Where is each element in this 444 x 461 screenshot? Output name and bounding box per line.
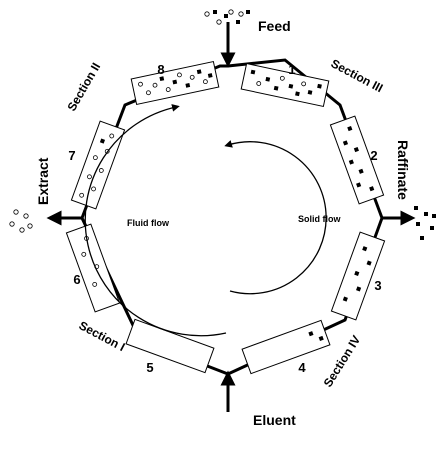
column-8-particles [138, 69, 213, 96]
extract-particles [9, 209, 33, 233]
column-1 [240, 62, 330, 108]
raffinate-label: Raffinate [395, 140, 411, 200]
column-4-particles [308, 331, 324, 342]
fluid-flow-arrow [84, 104, 227, 337]
column-3-number: 3 [374, 278, 381, 293]
extract-label: Extract [35, 157, 51, 205]
column-6-number: 6 [73, 272, 80, 287]
column-6 [65, 223, 121, 313]
column-4-number: 4 [298, 360, 306, 375]
column-7-number: 7 [68, 148, 75, 163]
feed-particles [204, 9, 250, 25]
column-8-number: 8 [157, 62, 164, 77]
column-8 [130, 60, 220, 106]
column-1-particles [250, 69, 322, 97]
column-3 [330, 231, 386, 321]
column-2 [329, 115, 385, 205]
column-7 [70, 120, 126, 210]
column-5-number: 5 [146, 360, 153, 375]
solid-flow-arrow [224, 140, 327, 295]
eluent-label: Eluent [253, 412, 296, 428]
column-3-particles [342, 246, 372, 302]
section-i-label: Section I [77, 318, 128, 354]
column-2-number: 2 [370, 148, 377, 163]
feed-label: Feed [258, 18, 291, 34]
section-iii-label: Section III [329, 56, 386, 95]
solid-flow-label: Solid flow [298, 214, 341, 224]
section-ii-label: Section II [64, 60, 103, 113]
raffinate-particles [414, 206, 436, 240]
fluid-flow-label: Fluid flow [127, 218, 170, 228]
column-2-particles [342, 125, 375, 192]
column-4 [241, 319, 331, 375]
column-1-number: 1 [288, 62, 295, 77]
column-5 [125, 318, 215, 374]
column-7-particles [79, 133, 115, 198]
